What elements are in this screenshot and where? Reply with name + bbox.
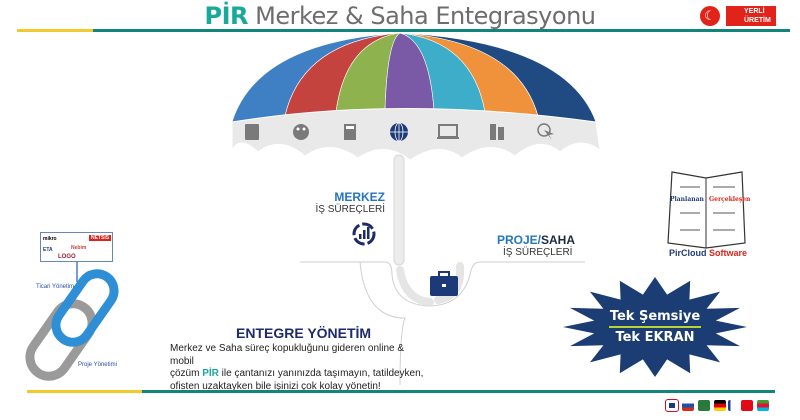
description-text: ile çantanızı yanınızda taşımayın, tatil… xyxy=(218,368,424,379)
book-icon xyxy=(667,171,746,249)
star-line-1: Tek Şemsiye xyxy=(609,309,701,324)
logo-nebim: Nebim xyxy=(71,245,87,251)
chain-icon xyxy=(25,262,119,381)
logo-eta: ETA xyxy=(43,247,53,253)
entegre-description: Merkez ve Saha süreç kopukluğunu gideren… xyxy=(170,343,430,393)
title-brand: PİR xyxy=(204,2,248,30)
proje-title: PROJE/ xyxy=(497,233,542,247)
badge-text: YERLİ xyxy=(744,8,765,15)
badge-text: ÜRETİM xyxy=(744,17,771,24)
title-text: Merkez & Saha Entegrasyonu xyxy=(247,2,596,30)
merkez-subtitle: İŞ SÜREÇLERİ xyxy=(315,204,385,215)
globe-icon xyxy=(390,122,408,142)
umbrella-skirt xyxy=(231,108,601,161)
russia-flag-icon xyxy=(682,400,694,411)
pircloud-name: PirCloud xyxy=(668,248,707,258)
merkez-title: MERKEZ xyxy=(334,190,385,204)
footer-divider xyxy=(142,390,775,393)
yerli-uretim-badge: ☾ YERLİ ÜRETİM xyxy=(700,5,780,27)
saha-title: SAHA xyxy=(541,233,576,247)
page-title: PİR Merkez & Saha Entegrasyonu xyxy=(0,2,800,30)
description-line: ofisten uzaktayken bile işinizi çok kola… xyxy=(170,380,381,392)
proje-subtitle: İŞ SÜREÇLERİ xyxy=(503,247,573,258)
pircloud-caption: PirCloud Software xyxy=(668,248,748,258)
star-divider xyxy=(609,326,701,328)
cursor-click-icon xyxy=(537,123,554,140)
proje-label: PROJE/SAHA İŞ SÜREÇLERİ xyxy=(497,233,575,258)
footer-divider-accent xyxy=(27,390,142,393)
book-left-text: Planlanan xyxy=(670,196,704,203)
logo-netsis: NETSIS xyxy=(89,235,112,241)
laptop-icon xyxy=(437,124,459,139)
merkez-label: MERKEZ İŞ SÜREÇLERİ xyxy=(300,190,385,215)
briefcase-icon xyxy=(430,271,458,296)
chart-circle-icon xyxy=(352,222,376,246)
book-icon xyxy=(245,124,259,140)
calculator-icon xyxy=(344,124,356,140)
uk-flag-icon xyxy=(665,399,679,412)
turkey-flag-icon xyxy=(741,400,753,411)
turkey-icon: ☾ xyxy=(700,6,720,26)
software-text: Software xyxy=(706,248,747,258)
saudi-flag-icon xyxy=(698,400,710,411)
book-right-text: Gerçekleşen xyxy=(709,196,751,203)
server-icon xyxy=(490,124,504,140)
ticari-yonetim-label: Ticari Yönetim xyxy=(36,284,75,290)
france-flag-icon xyxy=(728,400,736,411)
description-text: çözüm xyxy=(170,368,203,379)
description-line: Merkez ve Saha süreç kopukluğunu gideren… xyxy=(170,343,405,367)
entegre-title: ENTEGRE YÖNETİM xyxy=(236,325,372,341)
logo-logo: LOGO xyxy=(58,254,76,260)
proje-yonetimi-label: Proje Yönetimi xyxy=(78,362,117,368)
logo-mikro: mikro xyxy=(43,236,57,242)
umbrella-shaft xyxy=(393,154,405,266)
header-divider-accent xyxy=(17,29,93,32)
handle-stem-line xyxy=(359,261,406,386)
star-text: Tek Şemsiye Tek EKRAN xyxy=(605,308,705,346)
erp-logos-box: mikro NETSIS ETA Nebim LOGO xyxy=(40,232,113,262)
description-brand: PİR xyxy=(202,368,219,379)
germany-flag-icon xyxy=(714,400,726,411)
azerbaijan-flag-icon xyxy=(757,400,769,411)
palette-icon xyxy=(293,124,309,140)
star-line-2: Tek EKRAN xyxy=(615,330,695,345)
header-divider xyxy=(93,29,790,32)
